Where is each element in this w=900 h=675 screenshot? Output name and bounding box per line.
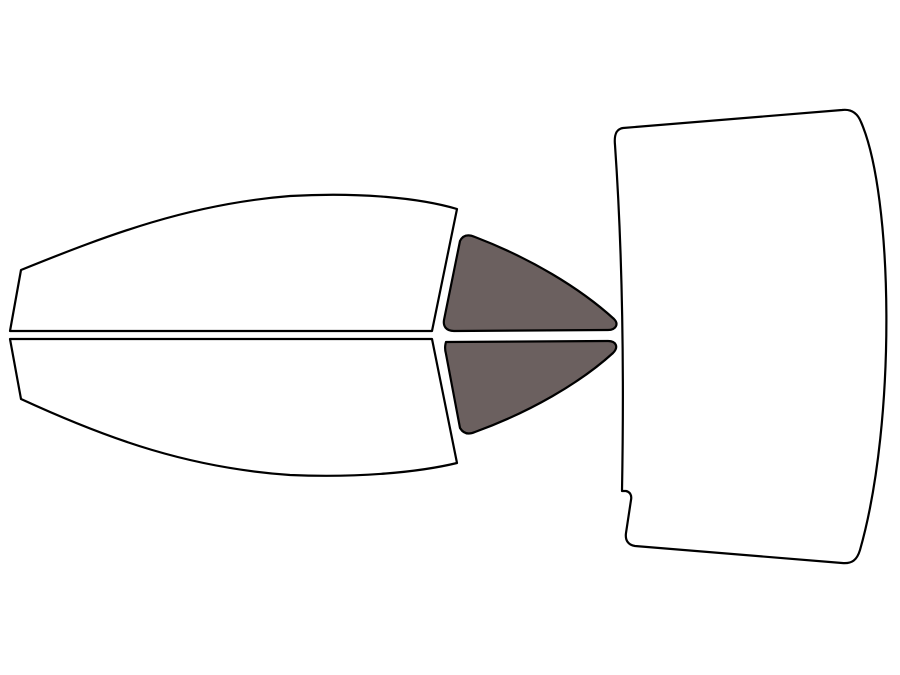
rear-quarter-window-bottom: [444, 339, 618, 435]
rear-quarter-window-top: [442, 234, 618, 333]
front-door-window-bottom: [8, 337, 459, 477]
front-door-window-top: [8, 193, 459, 333]
rear-windshield: [613, 108, 888, 565]
